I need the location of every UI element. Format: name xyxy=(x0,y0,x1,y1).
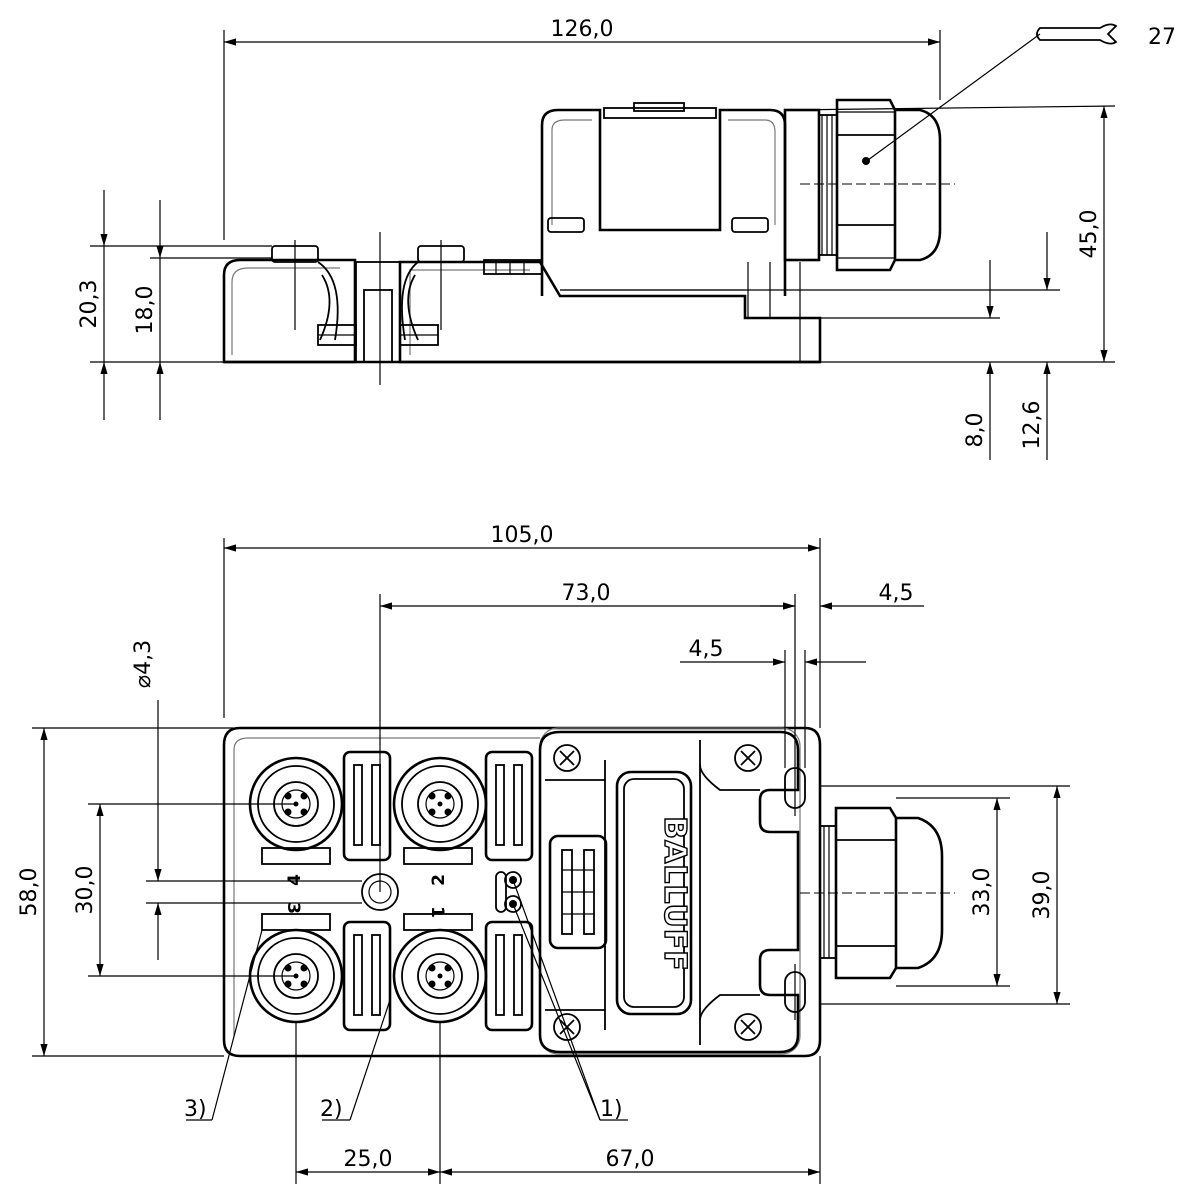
brand-logo: BALLUFF xyxy=(657,816,692,972)
port-label-2: 2 xyxy=(429,874,449,886)
dim-4-5-inner: 4,5 xyxy=(680,637,866,768)
dim-diameter-label: ⌀4,3 xyxy=(131,640,156,688)
callout-3-label: 3) xyxy=(184,1097,207,1122)
dim-8: 8,0 xyxy=(770,260,1000,460)
dim-58-label: 58,0 xyxy=(17,868,42,917)
dim-4-5-right: 4,5 xyxy=(760,581,924,610)
dim-105-label: 105,0 xyxy=(491,523,554,548)
status-leds xyxy=(495,871,522,913)
port-label-1: 1 xyxy=(427,906,447,918)
wrench-callout: 27 xyxy=(862,23,1176,165)
dim-73: 73,0 xyxy=(379,581,796,892)
dim-18-label: 18,0 xyxy=(133,286,158,335)
led-window-3 xyxy=(342,920,392,1032)
lid-screw-br xyxy=(734,1013,762,1041)
side-view: 126,0 27 45,0 20,3 18,0 xyxy=(77,17,1176,460)
dim-39-label: 39,0 xyxy=(1030,871,1055,920)
port-label-3: 3 xyxy=(283,902,303,914)
dim-33-label: 33,0 xyxy=(970,868,995,917)
dim-45-label: 45,0 xyxy=(1077,210,1102,259)
port-1-connector xyxy=(392,928,488,1024)
dim-18: 18,0 xyxy=(133,200,272,420)
side-center-hole xyxy=(317,232,439,385)
dim-diameter-4-3: ⌀4,3 xyxy=(131,640,362,960)
dim-20-3-label: 20,3 xyxy=(77,280,102,329)
dim-25-label: 25,0 xyxy=(344,1147,393,1172)
callout-2: 2) xyxy=(320,999,391,1122)
dim-58: 58,0 xyxy=(17,727,234,1057)
mount-slot-bottom xyxy=(784,964,806,1020)
dim-8-label: 8,0 xyxy=(963,413,988,448)
led-window-center xyxy=(548,834,608,950)
top-cable-gland xyxy=(800,806,955,980)
callout-3: 3) xyxy=(184,929,263,1122)
dim-67: 67,0 xyxy=(440,1056,821,1184)
dim-126: 126,0 xyxy=(223,17,941,240)
lid-screw-bl xyxy=(553,1013,581,1041)
dim-105: 105,0 xyxy=(223,523,821,728)
side-base-body xyxy=(222,258,822,364)
led-window-4 xyxy=(484,920,534,1032)
callout-1-label: 1) xyxy=(600,1097,623,1122)
dim-45: 45,0 xyxy=(820,106,1115,363)
port-tabs xyxy=(261,847,473,931)
dim-39: 39,0 xyxy=(820,785,1070,1005)
led-window-1 xyxy=(342,750,392,862)
port-label-4: 4 xyxy=(285,874,305,886)
dim-12-6: 12,6 xyxy=(560,232,1060,460)
dim-33: 33,0 xyxy=(896,797,1010,987)
top-view: BALLUFF xyxy=(17,523,1070,1184)
dim-25: 25,0 xyxy=(295,1022,441,1184)
lid-screw-tr xyxy=(734,744,762,772)
dim-12-6-label: 12,6 xyxy=(1020,401,1045,450)
dim-4-5-right-label: 4,5 xyxy=(879,581,914,606)
led-window-2 xyxy=(484,750,534,862)
wrench-icon xyxy=(1036,23,1118,45)
side-upper-housing xyxy=(540,102,1116,296)
port-2-connector xyxy=(392,756,488,852)
dim-73-label: 73,0 xyxy=(562,581,611,606)
side-mount-screw-right xyxy=(401,240,465,341)
side-mount-screw-left xyxy=(271,240,339,341)
top-lid: BALLUFF xyxy=(538,730,800,1054)
callout-1: 1) xyxy=(512,879,628,1122)
dim-67-label: 67,0 xyxy=(606,1147,655,1172)
wrench-size-label: 27 xyxy=(1148,25,1176,50)
dim-30-label: 30,0 xyxy=(73,866,98,915)
dim-126-label: 126,0 xyxy=(551,17,614,42)
side-cable-gland xyxy=(747,98,955,362)
mount-slot-top xyxy=(784,760,806,816)
dim-30: 30,0 xyxy=(73,803,296,977)
dim-20-3: 20,3 xyxy=(77,190,272,420)
callout-2-label: 2) xyxy=(320,1097,343,1122)
lid-screw-tl xyxy=(553,744,581,772)
dim-4-5-inner-label: 4,5 xyxy=(689,637,724,662)
